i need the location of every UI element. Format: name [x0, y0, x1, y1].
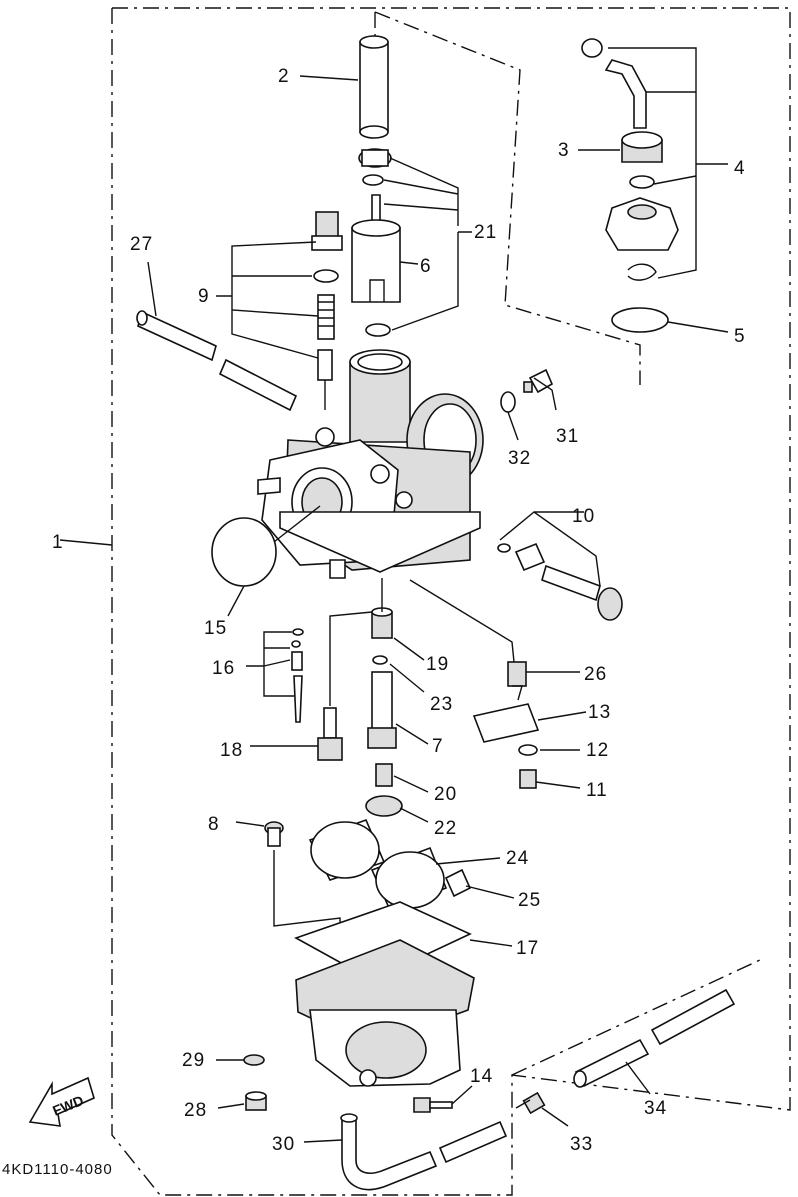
callout-10: 10 [572, 506, 595, 527]
part-29-washer [243, 1054, 265, 1066]
part-12-washer [518, 744, 538, 756]
part-2-cable-tube [359, 35, 389, 139]
callout-17: 17 [516, 938, 539, 959]
part-32-washer [500, 391, 516, 413]
callout-3: 3 [558, 140, 570, 161]
callout-18: 18 [220, 740, 243, 761]
part-13-gasket [472, 703, 540, 743]
part-30-drain-hose [340, 1113, 508, 1191]
callout-4: 4 [734, 158, 746, 179]
callout-25: 25 [518, 890, 541, 911]
callout-16: 16 [212, 658, 235, 679]
callout-27: 27 [130, 234, 153, 255]
part-6-throttle-valve [351, 219, 401, 303]
callout-33: 33 [570, 1134, 593, 1155]
callout-9: 9 [198, 286, 210, 307]
part-11-screw [519, 769, 537, 789]
callout-15: 15 [204, 618, 227, 639]
assembly-boundary [111, 7, 791, 1196]
hose-group-boundary [511, 959, 761, 1076]
callout-12: 12 [586, 740, 609, 761]
part-34-hose [573, 988, 736, 1088]
callout-7: 7 [432, 736, 444, 757]
part-16-needle-set [291, 628, 304, 723]
callout-24: 24 [506, 848, 529, 869]
part-18-jet [317, 707, 343, 761]
callout-8: 8 [208, 814, 220, 835]
callout-28: 28 [184, 1100, 207, 1121]
callout-13: 13 [588, 702, 611, 723]
part-23-o-ring [372, 655, 388, 665]
callout-22: 22 [434, 818, 457, 839]
part-26-screw [507, 661, 527, 701]
carburetor-body [257, 349, 484, 579]
part-20-main-jet [375, 763, 393, 787]
diagram-code: 4KD1110-4080 [2, 1161, 113, 1178]
fwd-arrow-icon [28, 1076, 95, 1127]
callout-5: 5 [734, 326, 746, 347]
callout-19: 19 [426, 654, 449, 675]
callout-21: 21 [474, 222, 497, 243]
part-8-screw [264, 821, 284, 847]
part-10-pilot-screw [497, 542, 623, 621]
callout-11: 11 [586, 780, 608, 801]
callout-14: 14 [470, 1066, 493, 1087]
part-28-plug [245, 1091, 267, 1111]
part-33-fitting [515, 1091, 546, 1115]
part-19-jet-holder [371, 607, 393, 639]
part-24-floats [308, 818, 448, 912]
callout-20: 20 [434, 784, 457, 805]
part-5-gasket [611, 307, 669, 333]
callout-32: 32 [508, 448, 531, 469]
callout-23: 23 [430, 694, 453, 715]
callout-31: 31 [556, 426, 579, 447]
callout-6: 6 [420, 256, 432, 277]
leader-lines [59, 47, 729, 1143]
callout-29: 29 [182, 1050, 205, 1071]
part-22-washer [365, 795, 403, 817]
part-15-diaphragm [211, 517, 277, 587]
part-25-pin [444, 868, 472, 898]
part-7-needle-jet [367, 671, 397, 749]
callout-26: 26 [584, 664, 607, 685]
callout-2: 2 [278, 66, 290, 87]
callout-1: 1 [52, 532, 64, 553]
part-27-hose [136, 310, 298, 412]
callout-30: 30 [272, 1134, 295, 1155]
callout-34: 34 [644, 1098, 667, 1119]
slide-group-boundary [374, 11, 641, 385]
part-14-drain-screw [413, 1097, 453, 1113]
float-chamber [295, 939, 475, 1087]
part-4-cap-group [581, 38, 679, 281]
part-9-starter-plunger [311, 211, 343, 410]
